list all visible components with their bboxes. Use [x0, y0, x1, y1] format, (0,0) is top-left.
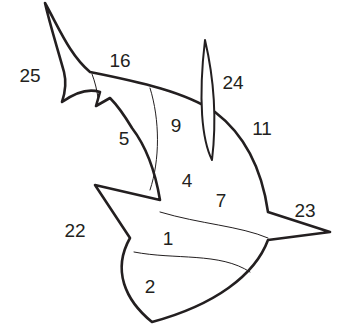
callout-number: 24: [220, 72, 245, 93]
dorsal-fin: [201, 40, 214, 160]
shark-outline: [45, 3, 330, 322]
callout-number: 16: [107, 50, 132, 71]
callout-number: 11: [250, 118, 274, 139]
callout-number: 7: [214, 190, 229, 211]
callout-number: 2: [143, 276, 158, 297]
callout-number: 5: [117, 128, 132, 149]
part-line: [134, 252, 250, 272]
callout-number: 4: [180, 170, 195, 191]
part-line: [150, 88, 158, 190]
callout-number: 9: [169, 115, 184, 136]
part-line: [160, 212, 268, 238]
callout-number: 1: [161, 228, 176, 249]
callout-number: 23: [292, 200, 317, 221]
callout-number: 22: [62, 220, 87, 241]
part-line: [92, 74, 98, 98]
callout-number: 25: [17, 65, 42, 86]
